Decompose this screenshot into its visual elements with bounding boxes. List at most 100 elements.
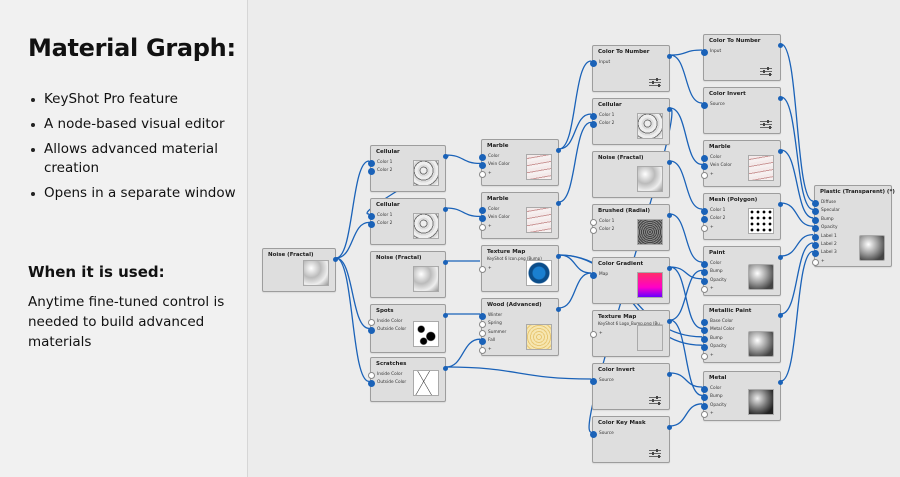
input-port[interactable]	[590, 219, 597, 226]
input-port[interactable]	[479, 170, 486, 178]
input-port[interactable]	[590, 60, 597, 67]
output-port[interactable]	[667, 425, 672, 430]
output-port[interactable]	[443, 260, 448, 265]
output-port[interactable]	[667, 107, 672, 112]
graph-node[interactable]: Noise (Fractal)	[592, 151, 672, 198]
input-port[interactable]	[590, 227, 597, 235]
input-port[interactable]	[368, 168, 375, 176]
output-port[interactable]	[778, 149, 783, 154]
input-port[interactable]	[701, 327, 708, 335]
input-port[interactable]	[479, 207, 486, 214]
input-port[interactable]	[812, 233, 819, 241]
output-port[interactable]	[778, 202, 783, 207]
input-port[interactable]	[590, 121, 597, 129]
input-port[interactable]	[479, 338, 486, 346]
input-port[interactable]	[701, 352, 708, 360]
output-port[interactable]	[443, 313, 448, 318]
input-port[interactable]	[590, 378, 597, 385]
input-port[interactable]	[701, 319, 708, 326]
graph-node[interactable]: Noise (Fractal)	[262, 248, 338, 292]
input-port[interactable]	[812, 225, 819, 233]
input-port[interactable]	[701, 269, 708, 277]
output-port[interactable]	[556, 254, 561, 259]
input-port[interactable]	[812, 208, 819, 216]
output-port[interactable]	[556, 201, 561, 206]
output-port[interactable]	[667, 319, 672, 324]
input-port[interactable]	[479, 223, 486, 231]
input-port[interactable]	[701, 261, 708, 268]
input-port[interactable]	[701, 386, 708, 393]
input-port[interactable]	[701, 171, 708, 179]
input-port[interactable]	[812, 250, 819, 258]
input-port[interactable]	[701, 277, 708, 285]
input-port[interactable]	[590, 272, 597, 279]
output-port[interactable]	[778, 96, 783, 101]
input-port[interactable]	[368, 213, 375, 220]
input-port[interactable]	[479, 313, 486, 320]
input-port[interactable]	[368, 319, 375, 326]
output-port[interactable]	[667, 160, 672, 165]
input-port[interactable]	[368, 160, 375, 167]
output-port[interactable]	[667, 213, 672, 218]
input-port[interactable]	[479, 346, 486, 354]
input-port[interactable]	[812, 200, 819, 207]
output-port[interactable]	[778, 313, 783, 318]
output-port[interactable]	[667, 372, 672, 377]
output-port[interactable]	[778, 43, 783, 48]
input-port[interactable]	[812, 242, 819, 249]
input-port[interactable]	[368, 380, 375, 388]
input-port[interactable]	[479, 266, 486, 273]
input-port[interactable]	[590, 431, 597, 438]
input-port[interactable]	[701, 163, 708, 171]
output-port[interactable]	[667, 266, 672, 271]
input-port[interactable]	[368, 221, 375, 229]
input-port[interactable]	[701, 411, 708, 419]
output-port[interactable]	[556, 307, 561, 312]
input-port[interactable]	[701, 286, 708, 294]
input-port[interactable]	[368, 327, 375, 335]
output-port[interactable]	[556, 148, 561, 153]
input-port[interactable]	[368, 372, 375, 379]
output-port[interactable]	[443, 154, 448, 159]
output-port[interactable]	[778, 380, 783, 385]
output-port[interactable]	[443, 207, 448, 212]
input-port[interactable]	[812, 216, 819, 224]
input-port[interactable]	[701, 102, 708, 109]
input-port[interactable]	[701, 394, 708, 402]
input-port[interactable]	[590, 113, 597, 120]
input-port[interactable]	[701, 155, 708, 162]
input-port[interactable]	[812, 258, 819, 266]
input-port[interactable]	[479, 215, 486, 223]
input-port[interactable]	[590, 331, 597, 338]
output-port[interactable]	[333, 257, 338, 262]
input-port[interactable]	[701, 402, 708, 410]
input-port[interactable]	[701, 335, 708, 343]
input-port[interactable]	[479, 162, 486, 170]
output-port[interactable]	[778, 255, 783, 260]
input-port[interactable]	[479, 154, 486, 161]
input-port[interactable]	[701, 216, 708, 224]
input-port[interactable]	[479, 321, 486, 329]
input-port[interactable]	[701, 49, 708, 56]
input-port[interactable]	[701, 208, 708, 215]
